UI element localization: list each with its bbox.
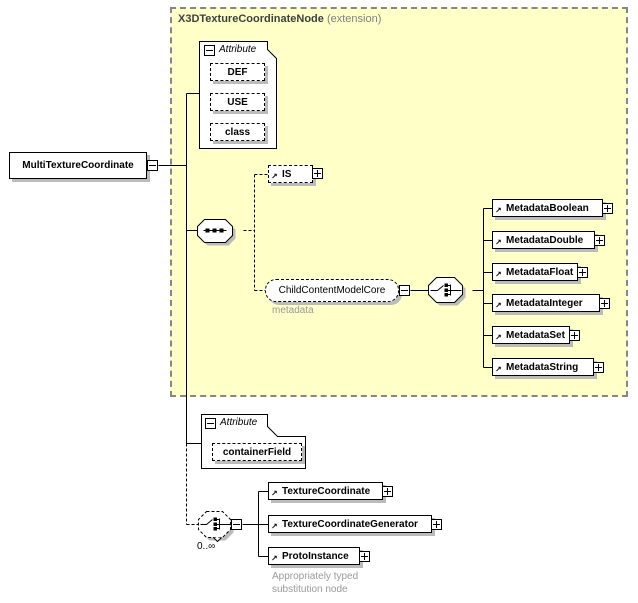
expand-icon[interactable] (602, 203, 613, 214)
ref-arrow-icon: ↗ (271, 489, 278, 498)
element-label: IS (282, 168, 292, 180)
element-label: MetadataSet (506, 329, 565, 341)
ref-arrow-icon: ↗ (495, 301, 502, 310)
element-metadatafloat[interactable]: ↗ MetadataFloat (492, 263, 578, 281)
ref-arrow-icon: ↗ (271, 172, 278, 181)
substitution-note-line2: substitution node (272, 584, 348, 595)
attribute-def[interactable]: DEF (210, 63, 265, 81)
ref-arrow-icon: ↗ (495, 270, 502, 279)
extension-frame-title: X3DTextureCoordinateNode (extension) (178, 13, 381, 25)
ref-arrow-icon: ↗ (495, 365, 502, 374)
element-label: TextureCoordinate (282, 485, 371, 497)
element-is[interactable]: ↗ IS (268, 165, 313, 183)
metadata-annotation: metadata (272, 305, 314, 316)
dashed-connectors (186, 174, 269, 525)
expand-icon[interactable] (594, 235, 605, 246)
sequence-icon[interactable] (197, 219, 236, 246)
expand-icon[interactable] (312, 168, 323, 179)
attribute-label: class (224, 126, 251, 138)
extension-type-name: X3DTextureCoordinateNode (178, 13, 324, 25)
choice-icon[interactable] (428, 277, 466, 306)
element-label: TextureCoordinateGenerator (282, 518, 418, 530)
element-label: MetadataDouble (506, 234, 584, 246)
element-metadataset[interactable]: ↗ MetadataSet (492, 326, 570, 344)
ref-arrow-icon: ↗ (271, 522, 278, 531)
extension-qualifier: (extension) (326, 13, 382, 25)
expand-icon[interactable] (359, 551, 370, 562)
element-label: MetadataInteger (506, 297, 583, 309)
element-metadataboolean[interactable]: ↗ MetadataBoolean (492, 199, 603, 217)
expand-icon[interactable] (577, 267, 588, 278)
attribute-label: USE (227, 96, 248, 108)
attribute-group-label: Attribute (219, 44, 257, 55)
element-texturecoordinate[interactable]: ↗ TextureCoordinate (268, 482, 383, 500)
element-metadatadouble[interactable]: ↗ MetadataDouble (492, 231, 595, 249)
element-metadatainteger[interactable]: ↗ MetadataInteger (492, 294, 600, 312)
attribute-use[interactable]: USE (210, 93, 265, 111)
collapse-icon[interactable] (205, 418, 216, 429)
occurrence-label: 0..∞ (197, 541, 216, 552)
expand-icon[interactable] (599, 298, 610, 309)
solid-connectors (158, 93, 493, 557)
collapse-icon[interactable] (399, 285, 410, 296)
element-label: MultiTextureCoordinate (22, 160, 134, 171)
element-label: MetadataBoolean (506, 202, 589, 214)
ref-arrow-icon: ↗ (271, 554, 278, 563)
expand-icon[interactable] (569, 330, 580, 341)
group-childcontentmodelcore[interactable]: ChildContentModelCore (265, 279, 399, 302)
attribute-group-label: Attribute (220, 417, 258, 428)
collapse-icon[interactable] (231, 519, 242, 530)
element-multitexturecoordinate[interactable]: MultiTextureCoordinate (9, 152, 147, 179)
element-metadatastring[interactable]: ↗ MetadataString (492, 358, 594, 376)
expand-icon[interactable] (593, 362, 604, 373)
element-label: ProtoInstance (282, 550, 349, 562)
substitution-note-line1: Appropriately typed (272, 571, 359, 582)
element-label: MetadataString (506, 361, 579, 373)
element-protoinstance[interactable]: ↗ ProtoInstance (268, 547, 360, 565)
ref-arrow-icon: ↗ (495, 333, 502, 342)
attribute-label: DEF (227, 66, 248, 78)
ref-arrow-icon: ↗ (495, 238, 502, 247)
expand-icon[interactable] (431, 519, 442, 530)
attribute-label: containerField (222, 446, 292, 458)
collapse-icon[interactable] (147, 160, 158, 171)
ref-arrow-icon: ↗ (495, 206, 502, 215)
attribute-containerfield[interactable]: containerField (212, 443, 302, 461)
element-label: MetadataFloat (506, 266, 574, 278)
collapse-icon[interactable] (204, 45, 215, 56)
attribute-class[interactable]: class (210, 123, 265, 141)
element-texturecoordinategenerator[interactable]: ↗ TextureCoordinateGenerator (268, 515, 432, 533)
expand-icon[interactable] (382, 486, 393, 497)
substitution-choice-icon[interactable] (198, 511, 234, 543)
group-label: ChildContentModelCore (278, 285, 386, 296)
